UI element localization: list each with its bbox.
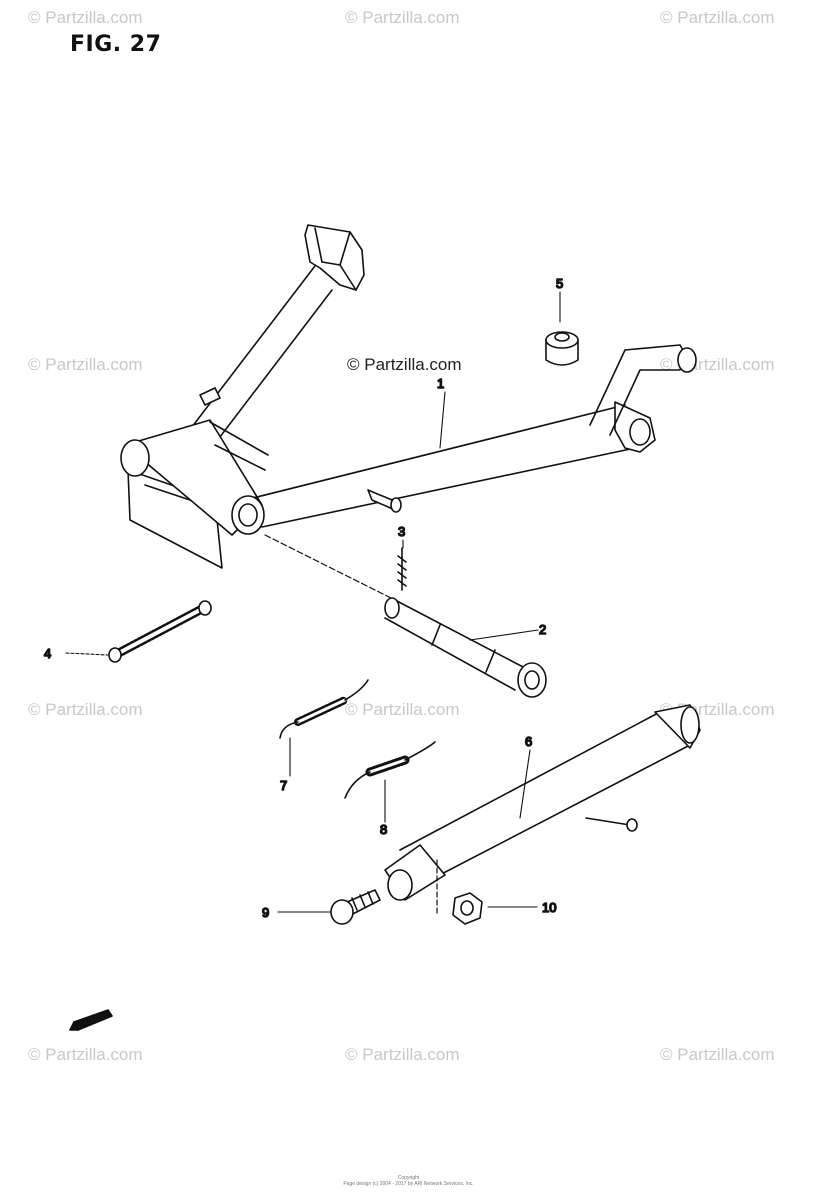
cotter-pin[interactable] [397, 547, 407, 591]
part-label-3[interactable]: 3 [397, 523, 406, 540]
side-stand-spring-small[interactable] [279, 679, 369, 739]
watermark: © Partzilla.com [345, 1045, 460, 1064]
watermark: © Partzilla.com [28, 355, 143, 374]
part-label-10[interactable]: 10 [541, 899, 557, 916]
watermark: © Partzilla.com [28, 1045, 143, 1064]
center-watermark: © Partzilla.com [347, 355, 462, 374]
watermark: © Partzilla.com [660, 8, 775, 27]
part-label-4[interactable]: 4 [43, 645, 52, 662]
side-stand-nut[interactable] [452, 892, 483, 925]
part-label-2[interactable]: 2 [538, 621, 547, 638]
part-label-5[interactable]: 5 [555, 275, 564, 292]
side-stand-spring[interactable] [344, 741, 436, 799]
part-label-7[interactable]: 7 [279, 777, 288, 794]
part-label-1[interactable]: 1 [436, 375, 445, 392]
part-label-8[interactable]: 8 [379, 821, 388, 838]
front-arrow-icon [69, 1009, 113, 1031]
figure-title: FIG. 27 [70, 32, 162, 57]
center-stand[interactable] [120, 224, 697, 569]
side-stand-bolt[interactable] [330, 889, 381, 925]
footer-copyright: Copyright [397, 1175, 420, 1181]
rubber-cap[interactable] [545, 331, 579, 366]
stand-shaft[interactable] [384, 597, 547, 698]
watermark: © Partzilla.com [660, 1045, 775, 1064]
side-stand[interactable] [384, 704, 701, 901]
footer-design: Page design (c) 2004 - 2017 by ARI Netwo… [343, 1181, 474, 1187]
stand-spring-large[interactable] [108, 600, 212, 663]
watermark: © Partzilla.com [345, 700, 460, 719]
watermark: © Partzilla.com [28, 700, 143, 719]
part-label-9[interactable]: 9 [261, 904, 270, 921]
part-label-6[interactable]: 6 [524, 733, 533, 750]
watermark: © Partzilla.com [345, 8, 460, 27]
watermark: © Partzilla.com [28, 8, 143, 27]
